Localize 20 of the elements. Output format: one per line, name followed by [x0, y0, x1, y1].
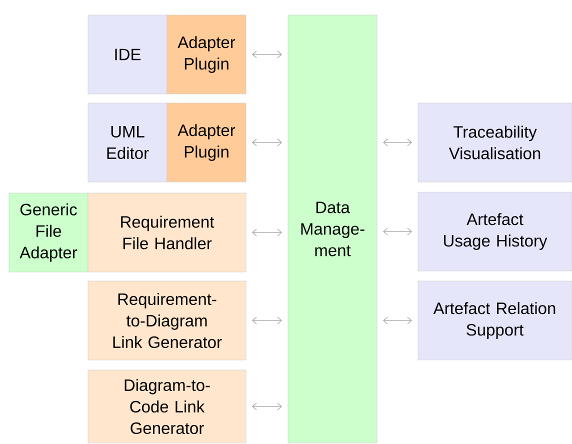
- component-box: Requirement-to-Diagram Link Generator: [88, 280, 246, 360]
- component-box: Diagram-to-Code Link Generator: [88, 370, 246, 444]
- double-arrow: [252, 402, 282, 410]
- adapter-box: Adapter Plugin: [166, 14, 246, 94]
- double-arrow: [383, 316, 412, 324]
- component-box: Traceability Visualisation: [418, 102, 572, 182]
- double-arrow: [252, 50, 282, 58]
- adapter-box: Generic File Adapter: [8, 192, 88, 272]
- data-management-bar: Data Manage-ment: [288, 14, 378, 444]
- double-arrow: [252, 316, 282, 324]
- component-box: Requirement File Handler: [88, 192, 246, 272]
- component-box: Artefact Usage History: [418, 192, 572, 272]
- double-arrow: [383, 228, 412, 236]
- double-arrow: [383, 138, 412, 146]
- double-arrow: [252, 138, 282, 146]
- adapter-box: Adapter Plugin: [166, 102, 246, 182]
- component-box: IDE: [88, 14, 168, 94]
- double-arrow: [252, 228, 282, 236]
- component-box: Artefact Relation Support: [418, 280, 572, 360]
- component-box: UML Editor: [88, 102, 168, 182]
